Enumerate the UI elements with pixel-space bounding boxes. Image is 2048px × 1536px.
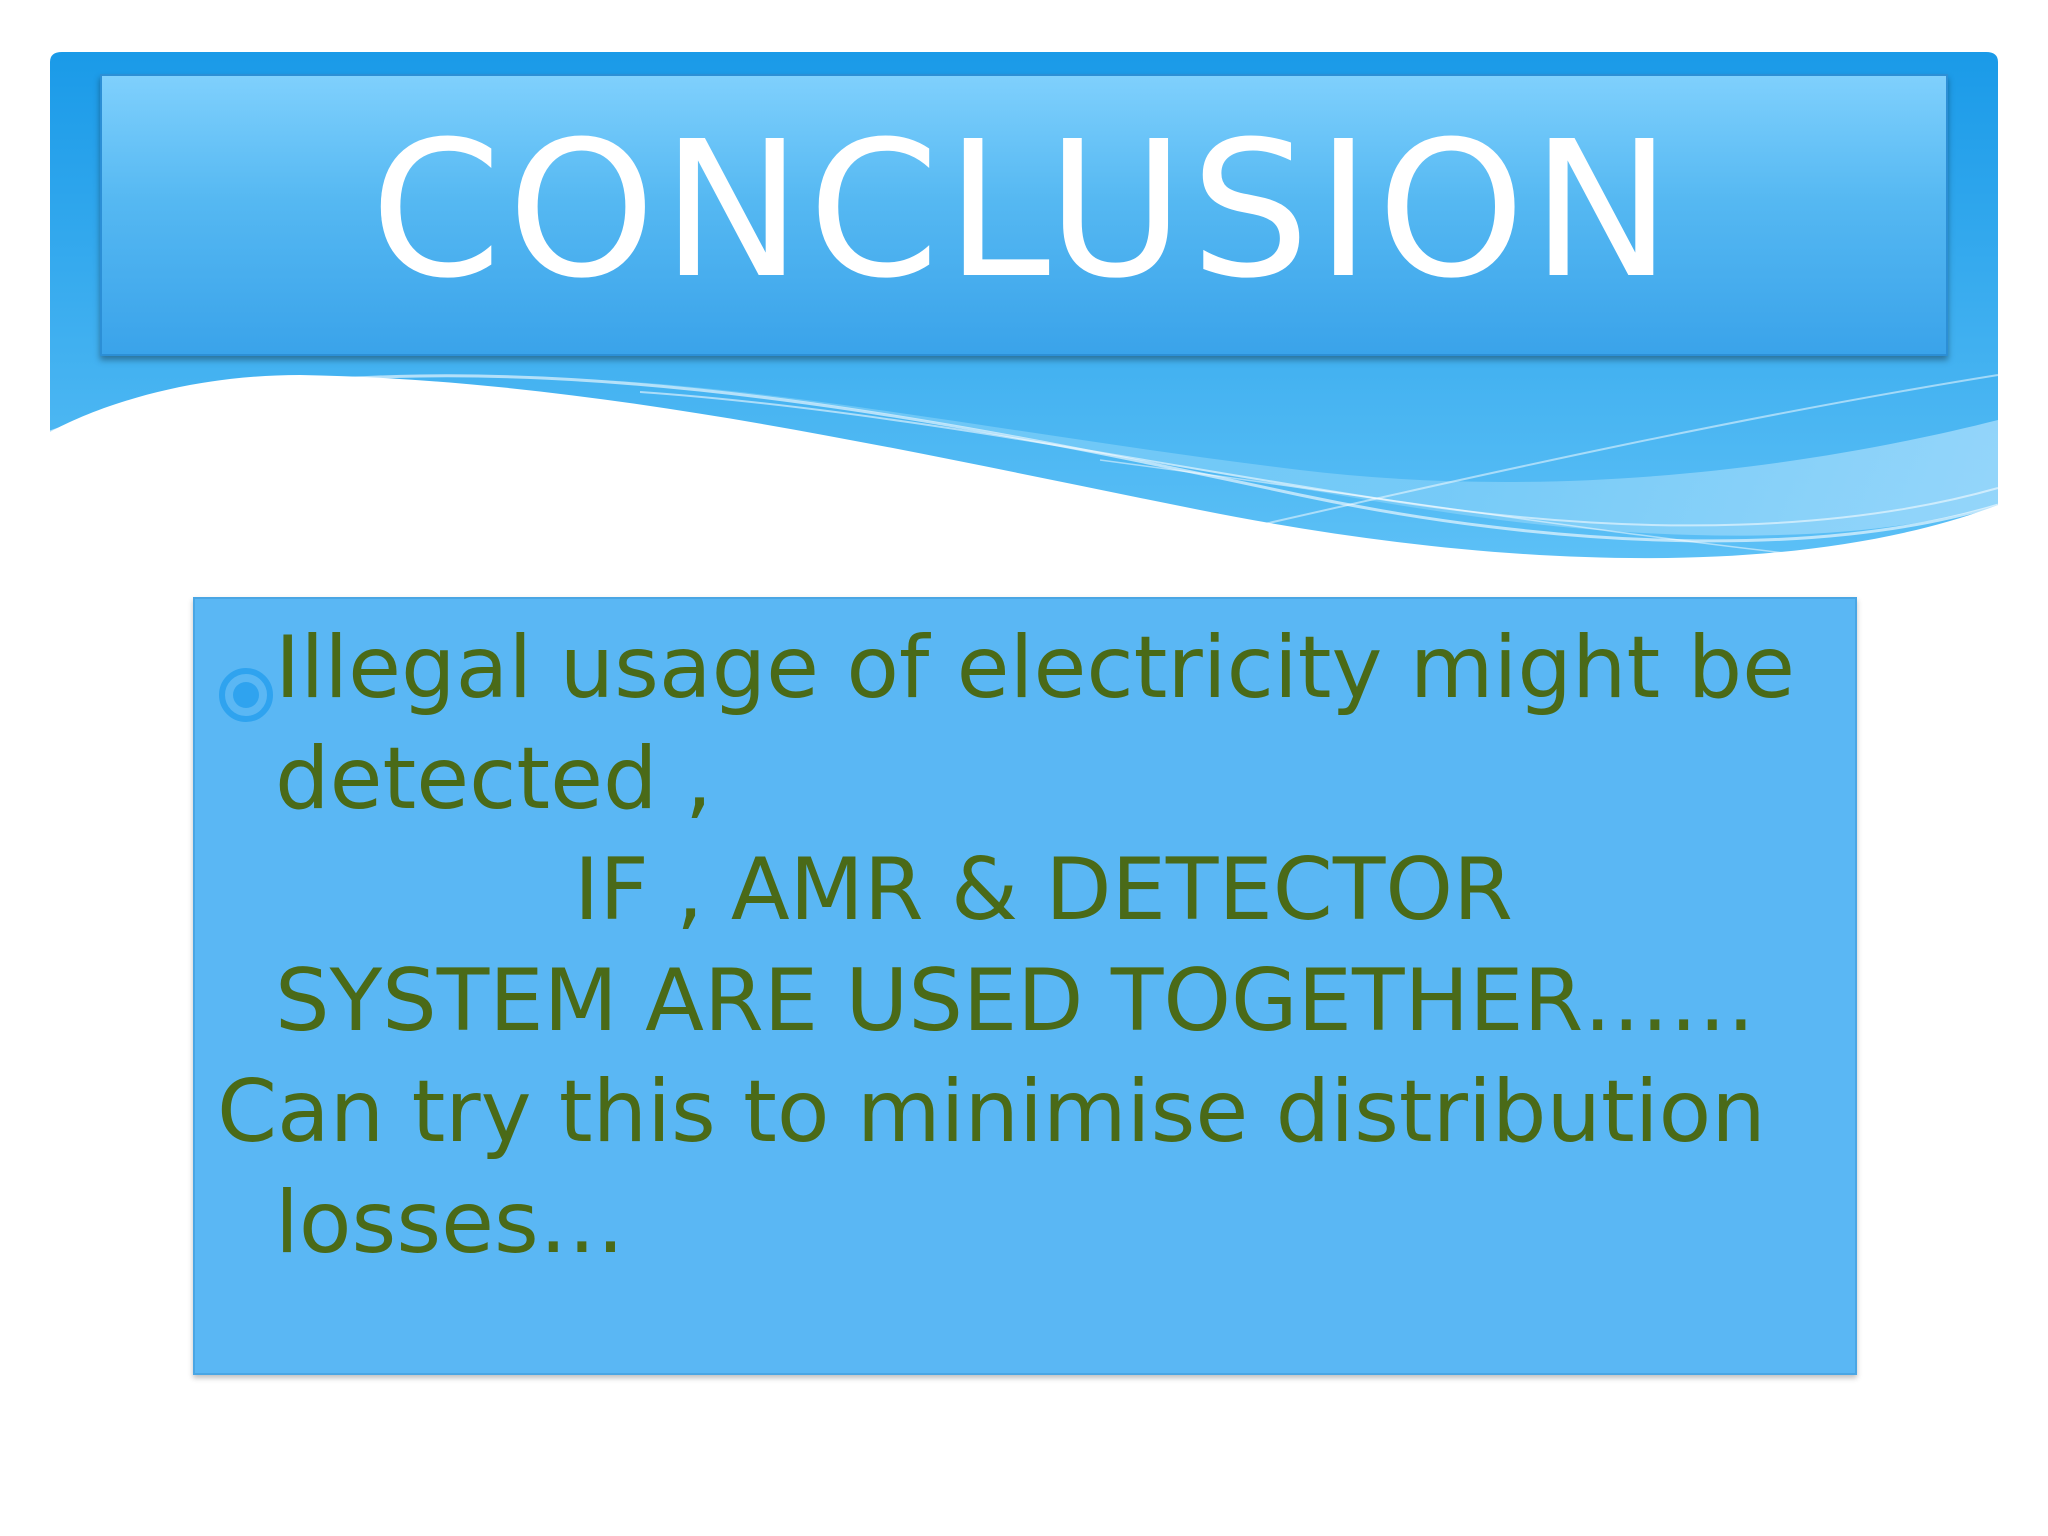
target-bullet-icon <box>217 640 275 722</box>
content-text: Illegal usage of electricity might be de… <box>217 613 1847 1279</box>
content-line-6: losses… <box>275 1173 625 1273</box>
title-banner: CONCLUSION <box>100 74 1948 356</box>
bullet-line: Illegal usage of electricity might be <box>217 613 1847 724</box>
slide-title: CONCLUSION <box>370 101 1678 320</box>
content-line-3: IF , AMR & DETECTOR <box>574 840 1513 940</box>
content-panel: Illegal usage of electricity might be de… <box>193 597 1857 1375</box>
content-line-5: Can try this to minimise distribution <box>217 1062 1766 1162</box>
content-line-1: Illegal usage of electricity might be <box>275 618 1796 718</box>
content-line-2: detected , <box>275 729 713 829</box>
content-line-4: SYSTEM ARE USED TOGETHER…… <box>275 951 1756 1051</box>
